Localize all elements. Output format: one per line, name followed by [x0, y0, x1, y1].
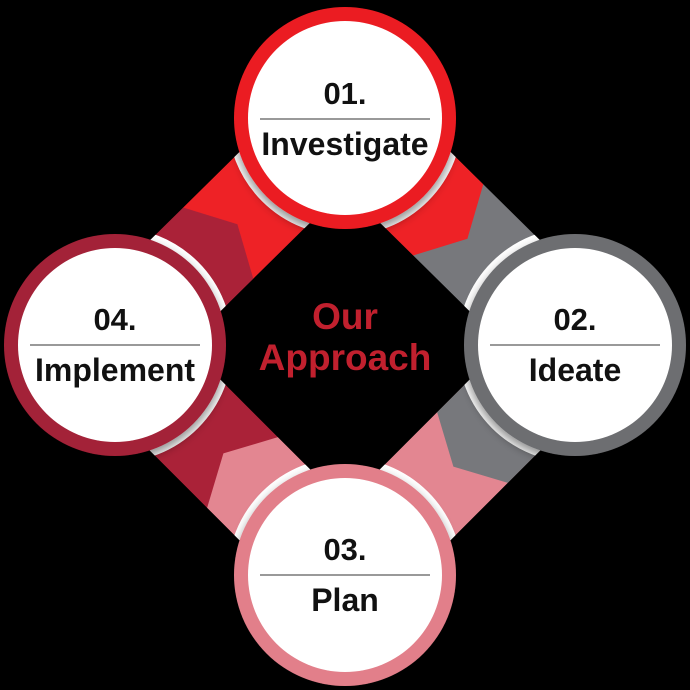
step-number: 02.: [553, 302, 597, 337]
step-label: Ideate: [528, 352, 622, 388]
step-number: 01.: [323, 76, 367, 111]
step-label: Investigate: [261, 126, 429, 162]
diagram-title: Our Approach: [230, 296, 460, 378]
step-divider: [30, 344, 200, 346]
step-divider: [260, 574, 430, 576]
step-number: 04.: [93, 302, 137, 337]
step-label: Plan: [311, 582, 379, 618]
step-label: Implement: [34, 352, 196, 388]
diagram-title-line1: Our: [312, 296, 378, 337]
diagram-title-line2: Approach: [258, 336, 432, 378]
step-number: 03.: [323, 532, 367, 567]
step-divider: [490, 344, 660, 346]
step-divider: [260, 118, 430, 120]
step-node-plan: 03. Plan: [230, 460, 460, 690]
step-node-implement: 04. Implement: [0, 230, 230, 460]
step-node-ideate: 02. Ideate: [460, 230, 690, 460]
step-node-investigate: 01. Investigate: [230, 4, 460, 234]
